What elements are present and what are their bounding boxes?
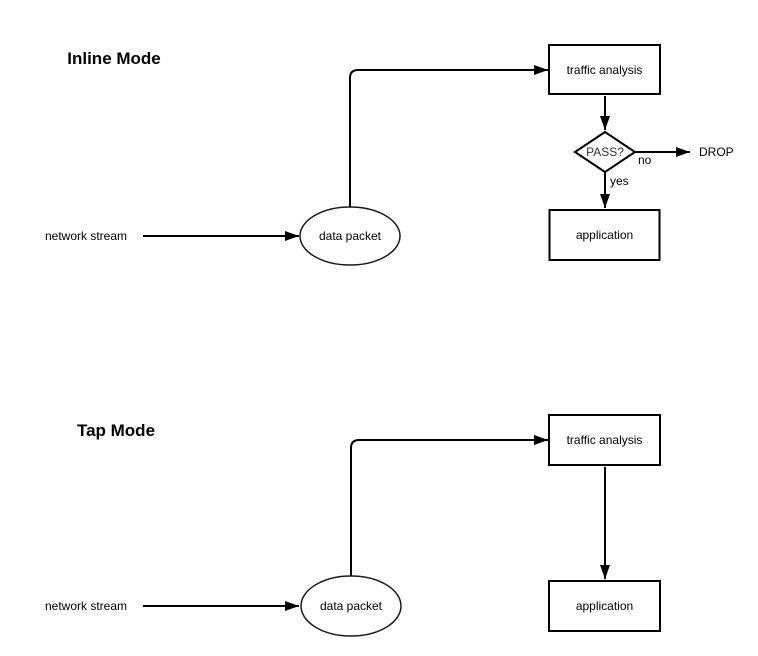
tap-network-stream-label: network stream bbox=[45, 599, 127, 613]
tap-packet-to-analysis-connector bbox=[350, 435, 548, 576]
tap-application-label: application bbox=[576, 599, 633, 613]
inline-mode-diagram: Inline Mode network stream data packet t… bbox=[45, 44, 734, 266]
no-branch-label: no bbox=[638, 153, 652, 167]
inline-data-packet-label: data packet bbox=[319, 229, 382, 243]
tap-mode-title: Tap Mode bbox=[77, 421, 155, 440]
yes-branch-label: yes bbox=[610, 174, 629, 188]
pass-decision-label: PASS? bbox=[586, 145, 624, 159]
tap-application-box bbox=[548, 580, 661, 632]
inline-application-label: application bbox=[576, 228, 633, 242]
tap-traffic-analysis-box bbox=[548, 414, 661, 466]
drop-label: DROP bbox=[699, 145, 734, 159]
inline-traffic-analysis-box bbox=[548, 44, 661, 95]
inline-packet-to-analysis-connector bbox=[349, 65, 548, 207]
inline-mode-title: Inline Mode bbox=[67, 49, 161, 68]
inline-traffic-analysis-label: traffic analysis bbox=[567, 63, 643, 77]
tap-mode-diagram: Tap Mode network stream data packet traf… bbox=[45, 414, 661, 637]
tap-traffic-analysis-label: traffic analysis bbox=[567, 433, 643, 447]
tap-data-packet-label: data packet bbox=[320, 599, 383, 613]
inline-network-stream-label: network stream bbox=[45, 229, 127, 243]
inline-application-box bbox=[548, 209, 661, 261]
